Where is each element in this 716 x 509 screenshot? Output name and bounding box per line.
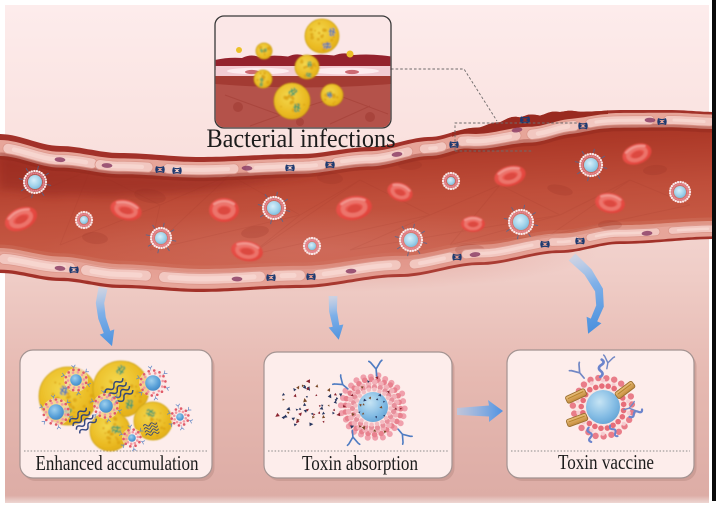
svg-text:Toxin absorption: Toxin absorption (302, 451, 418, 475)
svg-text:Toxin vaccine: Toxin vaccine (558, 450, 654, 474)
svg-text:Enhanced accumulation: Enhanced accumulation (36, 451, 199, 475)
svg-text:Bacterial infections: Bacterial infections (207, 124, 396, 153)
